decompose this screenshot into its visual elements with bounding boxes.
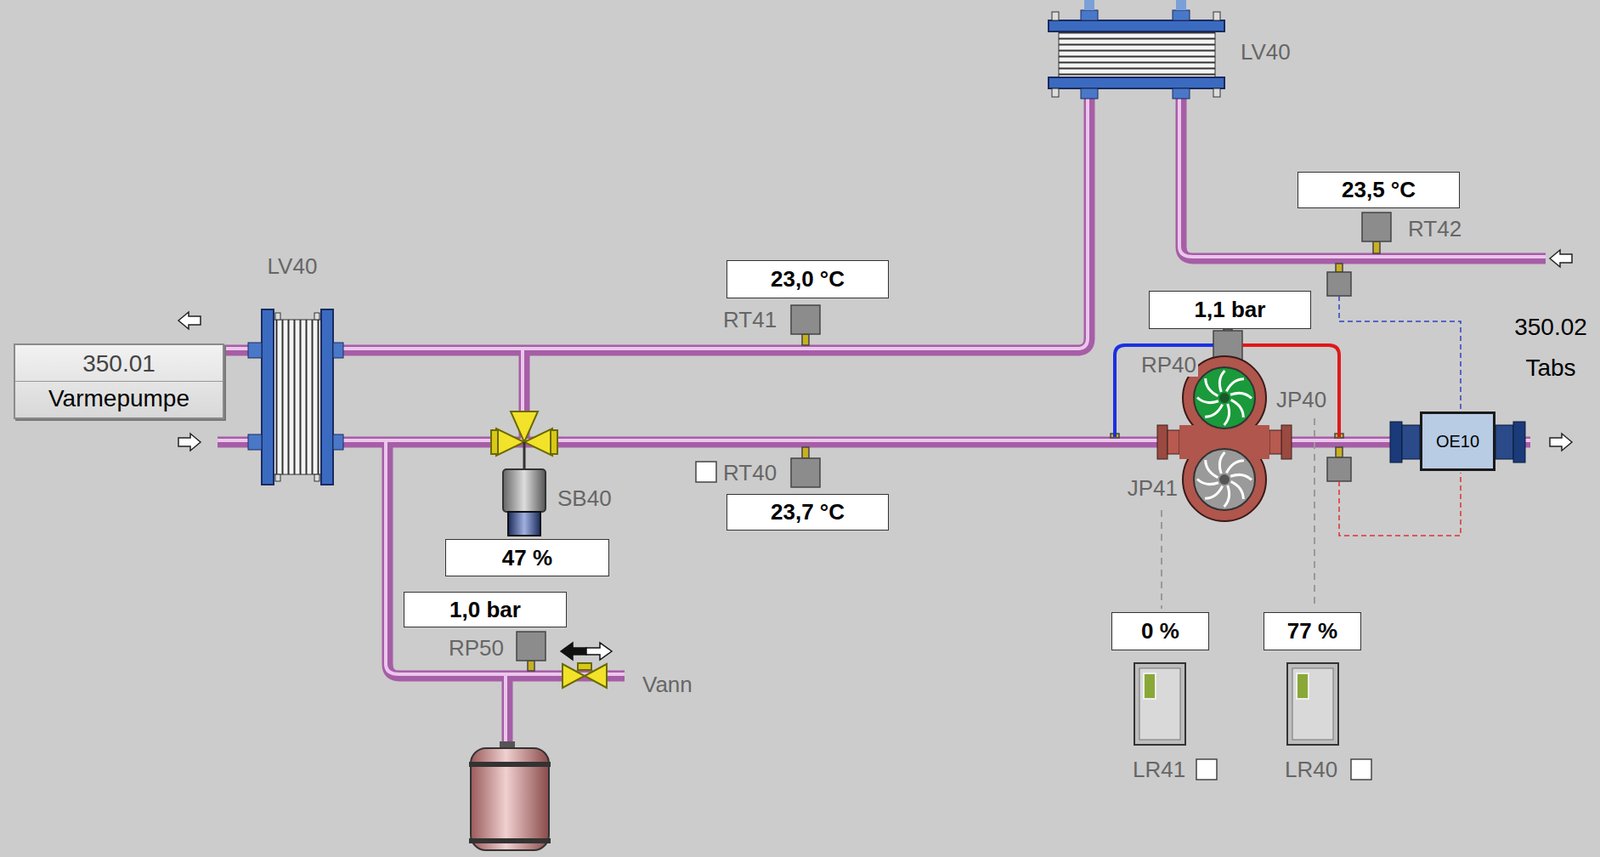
tag-label: LV40 (265, 254, 320, 279)
value-display: 47 % (445, 538, 610, 577)
value-display: 1,1 bar (1148, 290, 1312, 329)
tag-label: JP41 (1125, 475, 1180, 501)
node-text: 1,0 bar (449, 596, 521, 623)
tag-label: SB40 (555, 486, 614, 511)
direction-arrows (560, 642, 612, 660)
three-way-valve (491, 411, 558, 536)
value-display: 23,5 °C (1297, 171, 1460, 209)
impeller-blade (1204, 404, 1223, 418)
impeller-blade (1226, 378, 1244, 392)
impeller-blade (1197, 397, 1219, 403)
impeller-blade (1230, 474, 1252, 480)
tag-label: RT42 (1406, 216, 1464, 242)
expansion-tank (469, 740, 551, 850)
node-text: Varmepumpe (15, 380, 223, 416)
tag-label: RT41 (721, 307, 779, 333)
tag-label: Vann (640, 672, 695, 697)
tag-label: RP50 (446, 635, 506, 661)
impeller-blade (1224, 485, 1230, 507)
node-text: 77 % (1287, 617, 1338, 645)
controller-switch (1134, 662, 1339, 745)
impeller-blade (1205, 378, 1219, 396)
tag-label: LR41 (1130, 757, 1188, 782)
impeller-blade (1230, 392, 1252, 398)
flow-meter: OE10 (1419, 411, 1496, 471)
tag-label: LR40 (1283, 757, 1340, 782)
signal-line (1313, 418, 1316, 609)
signal-line (1160, 509, 1163, 609)
impeller-blade (1219, 452, 1225, 474)
impeller-blade (1231, 480, 1244, 499)
node-text: 23,7 °C (770, 498, 845, 526)
value-display: 0 % (1111, 611, 1210, 651)
node-text: 350.01 (15, 346, 223, 381)
tag-label: RT40 (721, 460, 779, 486)
sensors (516, 212, 1391, 671)
system-label: 350.02 (1512, 314, 1589, 341)
node-text: 47 % (502, 544, 553, 572)
signal-line (1339, 472, 1461, 536)
node-text: 1,1 bar (1194, 296, 1267, 323)
impeller-blade (1205, 459, 1219, 478)
impeller-blade (1204, 486, 1223, 499)
heat-exchanger (1048, 0, 1225, 99)
heat-exchanger (248, 309, 344, 485)
node-text: OE10 (1436, 431, 1480, 452)
impeller-blade (1219, 370, 1225, 392)
value-display: 23,0 °C (726, 260, 889, 299)
checkbox (695, 461, 1372, 780)
flow-arrows (178, 249, 1572, 451)
signal-line (1339, 295, 1461, 410)
node-text: 0 % (1141, 617, 1180, 645)
tag-label: JP40 (1274, 387, 1329, 413)
tag-label: RP40 (1139, 352, 1199, 378)
water-valve (562, 662, 607, 688)
node-text: 23,5 °C (1341, 176, 1416, 204)
system-label: Tabs (1523, 355, 1578, 382)
impeller-blade (1231, 399, 1244, 418)
impeller-blade (1226, 460, 1244, 474)
value-display: 77 % (1263, 611, 1362, 651)
node-text: 23,0 °C (770, 265, 845, 293)
impeller-blade (1224, 403, 1230, 425)
navigation-button: 350.01Varmepumpe (13, 343, 225, 419)
pipes (217, 95, 1546, 747)
impeller-blade (1197, 479, 1219, 485)
value-display: 23,7 °C (726, 493, 889, 531)
tag-label: LV40 (1238, 39, 1293, 65)
value-display: 1,0 bar (403, 591, 567, 628)
